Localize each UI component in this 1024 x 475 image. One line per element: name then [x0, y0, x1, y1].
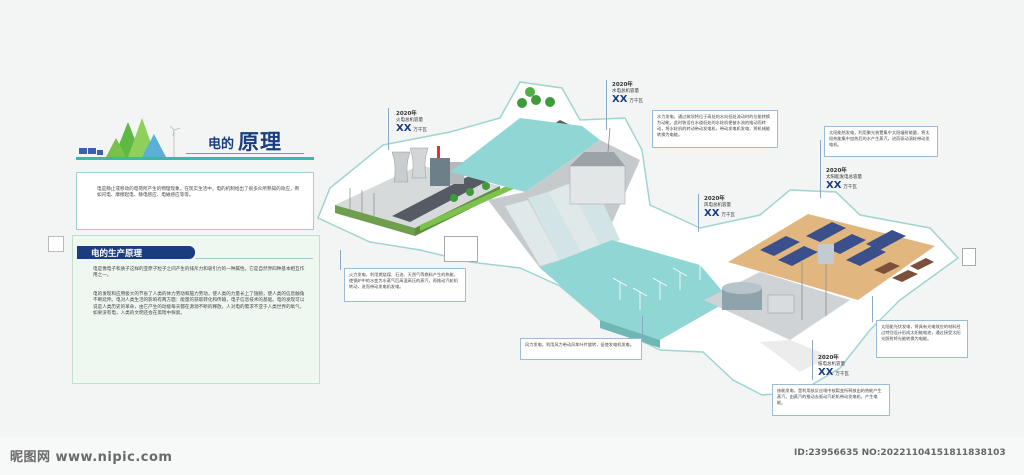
- caption-hydro-sub: 水电总机容量: [612, 89, 639, 94]
- title-banner-art: [76, 118, 314, 160]
- note-photovoltaic-text: 太阳能光伏发电，将具有光电效应的材料经过特别设计形成太阳能电池，通过接受太阳光照…: [881, 324, 961, 341]
- intro-box: 电是静止或移动的电荷所产生的物理现象。在现实生活中，电的机制给出了很多众所熟知的…: [76, 172, 314, 230]
- section-paragraph-1: 电是像电子和质子这样的亚原子粒子之间产生的排斥力和吸引力的一种属性。它是自然界四…: [93, 267, 305, 279]
- caption-hydro-year: 2020年: [612, 82, 633, 88]
- caption-wind-unit: 万千瓦: [721, 213, 735, 218]
- note-nuclear: 核能发电，是利用核反应堆中核裂变所释放出的热能产生蒸汽，由蒸汽的推动去驱动汽轮机…: [772, 384, 890, 416]
- section-heading-line: [195, 258, 313, 259]
- caption-wind-value: XX: [704, 208, 720, 219]
- title-banner: 电的 原理: [76, 112, 314, 162]
- note-photovoltaic: 太阳能光伏发电，将具有光电效应的材料经过特别设计形成太阳能电池，通过接受太阳光照…: [876, 320, 968, 358]
- note-thermal-leader: [340, 250, 341, 270]
- caption-nuclear-sub: 核电总机容量: [818, 362, 845, 367]
- section-paragraph-2: 电的发现和应用极大的节省了人类的体力劳动和脑力劳动，使人类的力量长上了翅膀，使人…: [93, 292, 305, 317]
- caption-hydro-value: XX: [612, 94, 628, 105]
- section-box: 电的生产原理 电是像电子和质子这样的亚原子粒子之间产生的排斥力和吸引力的一种属性…: [72, 235, 320, 384]
- note-photovoltaic-leader: [872, 296, 873, 322]
- watermark-bar: [0, 437, 1024, 475]
- note-solar-thermal: 太阳能热发电，利用聚光装置集中太阳辐射能量，将太阳热能集中加热后的水产生蒸汽，进…: [824, 126, 938, 157]
- marker-center: [444, 236, 478, 262]
- marker-right: [962, 248, 976, 266]
- caption-solar-year: 2020年: [826, 168, 847, 174]
- caption-nuclear-year: 2020年: [818, 355, 839, 361]
- title-prefix: 电的: [208, 137, 235, 152]
- section-heading: 电的生产原理: [91, 249, 143, 259]
- caption-thermal-sub: 火电总机容量: [396, 118, 423, 123]
- watermark-right: ID:23956635 NO:20221104151811838103: [794, 448, 1006, 458]
- caption-thermal-value: XX: [396, 123, 412, 134]
- note-solar-thermal-text: 太阳能热发电，利用聚光装置集中太阳辐射能量，将太阳热能集中加热后的水产生蒸汽，进…: [829, 130, 930, 147]
- caption-thermal-year: 2020年: [396, 111, 417, 117]
- note-wind: 风力发电，利用风力带动风车叶片旋转，促使发电机发电。: [520, 338, 642, 360]
- caption-wind-leader: [698, 194, 699, 232]
- reservoir: [450, 118, 600, 192]
- caption-hydro-unit: 万千瓦: [629, 99, 643, 104]
- note-wind-leader: [642, 316, 643, 340]
- note-nuclear-text: 核能发电，是利用核反应堆中核裂变所释放出的热能产生蒸汽，由蒸汽的推动去驱动汽轮机…: [777, 388, 882, 405]
- river: [540, 240, 730, 340]
- caption-thermal-leader: [388, 108, 389, 150]
- title-main: 原理: [238, 130, 282, 154]
- note-hydro: 水力发电，通过筑坝将位于高处的水向低处流动时的位能转换为动能，此时装设在水道低处…: [652, 110, 778, 148]
- caption-solar-leader: [820, 140, 821, 198]
- section-heading-bar: 电的生产原理: [77, 246, 195, 259]
- caption-solar-value: XX: [826, 180, 842, 191]
- caption-solar-unit: 万千瓦: [843, 185, 857, 190]
- caption-nuclear-leader: [812, 340, 813, 380]
- note-wind-text: 风力发电，利用风力带动风车叶片旋转，促使发电机发电。: [525, 342, 634, 347]
- caption-solar-sub: 太阳能发电总容量: [826, 175, 862, 180]
- caption-hydro-leader: [606, 80, 607, 130]
- note-hydro-text: 水力发电，通过筑坝将位于高处的水向低处流动时的位能转换为动能，此时装设在水道低处…: [657, 114, 771, 137]
- left-marker: [48, 236, 64, 252]
- caption-wind-sub: 风电总机容量: [704, 203, 731, 208]
- note-thermal-text: 火力发电，利用燃烧煤、石油、天然气等燃料产生的热能，使锅炉中的水变为水蒸气后高温…: [349, 272, 458, 289]
- caption-nuclear-unit: 万千瓦: [835, 372, 849, 377]
- caption-thermal-unit: 万千瓦: [413, 128, 427, 133]
- caption-nuclear-value: XX: [818, 367, 834, 378]
- intro-text: 电是静止或移动的电荷所产生的物理现象。在现实生活中，电的机制给出了很多众所熟知的…: [97, 187, 300, 199]
- watermark-left: 昵图网 www.nipic.com: [10, 450, 173, 465]
- note-thermal: 火力发电，利用燃烧煤、石油、天然气等燃料产生的热能，使锅炉中的水变为水蒸气后高温…: [344, 268, 466, 302]
- caption-wind-year: 2020年: [704, 196, 725, 202]
